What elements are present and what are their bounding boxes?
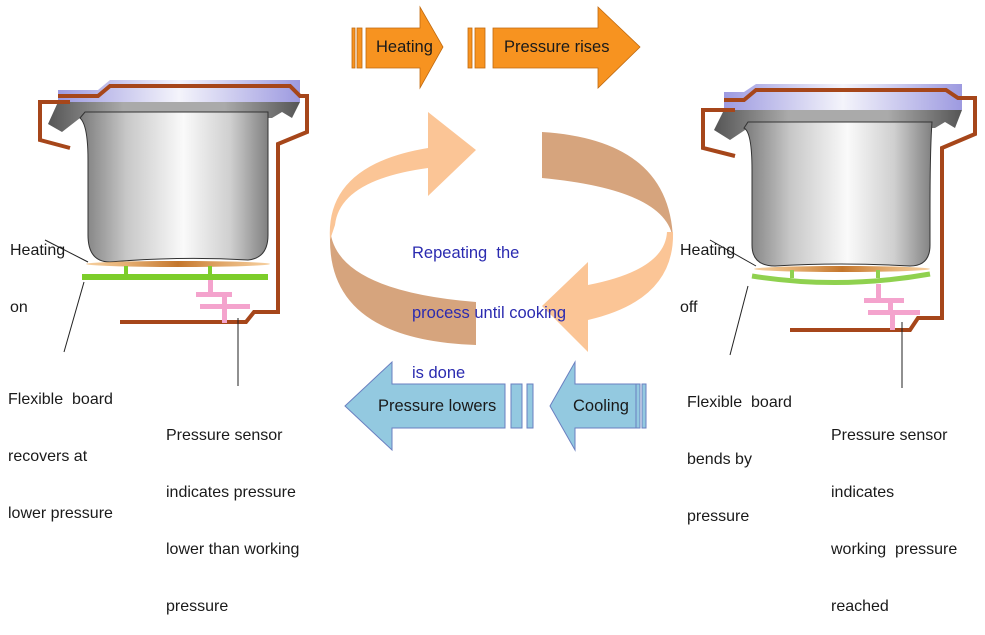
board-support <box>790 270 794 278</box>
cycle-arrow-left-back <box>330 225 476 345</box>
left-board-label: Flexible board recovers at lower pressur… <box>8 352 113 542</box>
pressure-sensor <box>864 284 920 330</box>
housing <box>701 88 977 332</box>
arrow-stripe <box>467 27 473 69</box>
center-text-line: is done <box>412 364 466 382</box>
arrow-cooling-label: Cooling <box>573 397 629 415</box>
heater-plate <box>754 266 930 272</box>
label-line: indicates pressure <box>166 484 296 501</box>
label-line: Pressure sensor <box>831 427 948 444</box>
left-cooker <box>38 80 309 386</box>
label-line: Flexible board <box>687 394 792 411</box>
housing <box>38 84 309 324</box>
arrow-pressure-rises-shape <box>492 6 641 89</box>
label-line: on <box>10 299 28 316</box>
lid <box>58 80 300 102</box>
cycle-arrow-left-front <box>329 112 476 240</box>
center-text-line: Repeating the <box>412 244 520 262</box>
label-line: Pressure sensor <box>166 427 283 444</box>
label-line: pressure <box>687 508 750 525</box>
label-line: pressure <box>166 598 229 615</box>
arrow-heating-label: Heating <box>376 38 433 56</box>
leader-line <box>63 281 85 353</box>
heater-plate <box>86 261 270 267</box>
center-text-line: process until cooking <box>412 304 567 322</box>
center-text: Repeating the process until cooking is d… <box>412 203 566 403</box>
flexible-board <box>82 274 268 280</box>
arrow-pressure-lowers-label: Pressure lowers <box>378 397 497 415</box>
arrow-pressure-rises-label: Pressure rises <box>504 38 610 56</box>
arrow-pressure-lowers-shape <box>344 360 506 452</box>
arrow-stripe <box>635 383 641 429</box>
label-line: reached <box>831 598 889 615</box>
right-cooker <box>701 84 977 388</box>
label-line: lower than working <box>166 541 300 558</box>
arrow-heating <box>351 5 444 90</box>
arrow-stripe <box>510 383 523 429</box>
arrow-stripe <box>351 27 356 69</box>
label-line: bends by <box>687 451 752 468</box>
label-line: Heating <box>680 242 736 259</box>
arrow-stripe <box>526 383 534 429</box>
arrow-heating-shape <box>365 5 444 90</box>
board-support <box>876 270 880 278</box>
label-line: Flexible board <box>8 391 113 408</box>
label-line: recovers at <box>8 448 88 465</box>
arrow-cooling <box>549 360 647 452</box>
right-heating-label: Heating off <box>680 203 735 336</box>
flexible-board-bent <box>751 271 931 285</box>
cycle-arrow-left <box>329 112 476 345</box>
arrow-stripe <box>641 383 647 429</box>
left-heating-label: Heating on <box>10 203 65 336</box>
pot-body <box>743 121 933 267</box>
arrow-pressure-rises <box>467 6 641 89</box>
cycle-arrow-right-back <box>542 132 673 240</box>
label-line: off <box>680 299 698 316</box>
left-sensor-label: Pressure sensor indicates pressure lower… <box>166 388 299 635</box>
cycle-arrow-right <box>542 132 674 352</box>
leader-line <box>729 285 749 356</box>
right-sensor-label: Pressure sensor indicates working pressu… <box>831 388 957 635</box>
pressure-sensor <box>196 280 250 323</box>
lid <box>724 84 962 110</box>
arrow-stripe <box>356 27 363 69</box>
board-support <box>124 266 128 274</box>
label-line: lower pressure <box>8 505 113 522</box>
right-board-label: Flexible board bends by pressure <box>687 355 792 545</box>
label-line: indicates <box>831 484 895 501</box>
diagram-canvas <box>38 5 977 452</box>
label-line: working pressure <box>831 541 958 558</box>
board-support <box>208 266 212 274</box>
arrow-stripe <box>474 27 486 69</box>
cycle-arrow-right-front <box>542 232 674 352</box>
label-line: Heating <box>10 242 66 259</box>
arrow-pressure-lowers <box>344 360 534 452</box>
leader-line <box>44 239 89 263</box>
pot-body <box>79 111 269 263</box>
leader-line <box>709 239 757 267</box>
